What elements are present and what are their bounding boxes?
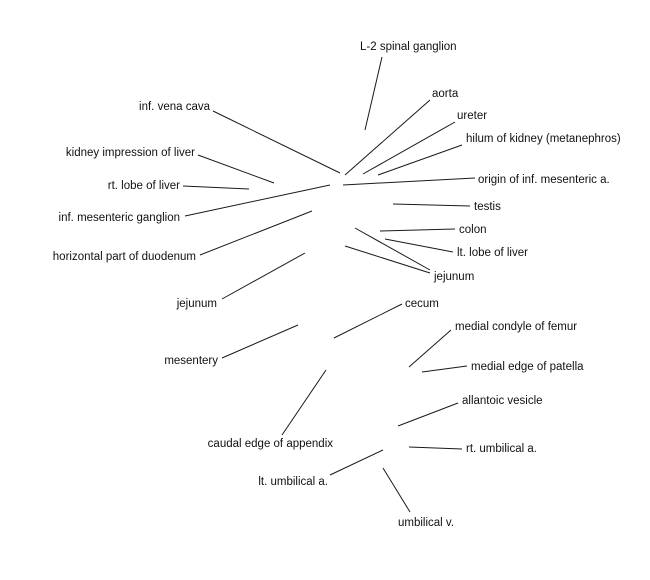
label-lt-umbilical-a: lt. umbilical a.: [258, 476, 328, 488]
label-inf-mesenteric-ganglion: inf. mesenteric ganglion: [59, 212, 180, 224]
leader-line-umbilical-v: [382, 467, 411, 513]
label-rt-lobe-of-liver: rt. lobe of liver: [108, 180, 180, 192]
leader-line-aorta: [344, 99, 431, 176]
structure-labels: L-2 spinal ganglion aorta ureter hilum o…: [53, 41, 621, 529]
label-kidney-impression-of-liver: kidney impression of liver: [66, 147, 195, 159]
leader-line-caudal-edge-of-appendix: [281, 369, 327, 436]
leader-line-testis: [392, 203, 471, 207]
label-medial-condyle-of-femur: medial condyle of femur: [455, 321, 577, 333]
label-mesentery: mesentery: [164, 355, 218, 367]
leader-line-hilum-of-kidney: [377, 144, 463, 176]
leader-line-kidney-impression-of-liver: [197, 154, 275, 184]
label-umbilical-v: umbilical v.: [398, 517, 454, 529]
label-allantoic-vesicle: allantoic vesicle: [462, 395, 543, 407]
label-jejunum-left: jejunum: [176, 298, 217, 310]
leader-line-inf-mesenteric-ganglion: [184, 184, 331, 217]
leader-line-horizontal-part-of-duodenum: [199, 210, 313, 256]
leader-line-rt-lobe-of-liver: [182, 185, 250, 190]
label-colon: colon: [459, 224, 487, 236]
label-cecum: cecum: [405, 298, 439, 310]
label-medial-edge-of-patella: medial edge of patella: [471, 361, 584, 373]
leader-line-jejunum-right-b: [344, 245, 431, 274]
leader-line-jejunum-right-a: [354, 227, 431, 271]
leader-line-colon: [379, 228, 456, 232]
leader-line-medial-condyle-of-femur: [408, 329, 452, 368]
label-inf-vena-cava: inf. vena cava: [139, 101, 211, 113]
leader-line-inf-vena-cava: [212, 110, 341, 174]
leader-lines: [182, 56, 476, 513]
label-hilum-of-kidney: hilum of kidney (metanephros): [466, 133, 621, 145]
label-rt-umbilical-a: rt. umbilical a.: [466, 443, 537, 455]
leader-line-lt-umbilical-a: [329, 449, 384, 476]
leader-line-medial-edge-of-patella: [421, 365, 468, 373]
leader-line-origin-inf-mesenteric-a: [342, 177, 476, 186]
leader-line-lt-lobe-of-liver: [384, 238, 454, 253]
leader-line-l2-spinal-ganglion: [364, 56, 383, 131]
label-jejunum-right: jejunum: [433, 271, 474, 283]
leader-line-ureter: [362, 121, 456, 175]
label-caudal-edge-of-appendix: caudal edge of appendix: [208, 438, 334, 450]
leader-line-jejunum-left: [221, 252, 306, 300]
label-aorta: aorta: [432, 88, 459, 100]
leader-line-cecum: [333, 303, 403, 339]
leader-line-mesentery: [221, 324, 299, 359]
leader-line-rt-umbilical-a: [408, 446, 463, 450]
label-testis: testis: [474, 201, 501, 213]
label-horizontal-part-of-duodenum: horizontal part of duodenum: [53, 251, 196, 263]
label-lt-lobe-of-liver: lt. lobe of liver: [457, 247, 528, 259]
label-l2-spinal-ganglion: L-2 spinal ganglion: [360, 41, 457, 53]
label-origin-inf-mesenteric-a: origin of inf. mesenteric a.: [478, 174, 610, 186]
leader-line-allantoic-vesicle: [397, 402, 459, 427]
label-ureter: ureter: [457, 110, 487, 122]
